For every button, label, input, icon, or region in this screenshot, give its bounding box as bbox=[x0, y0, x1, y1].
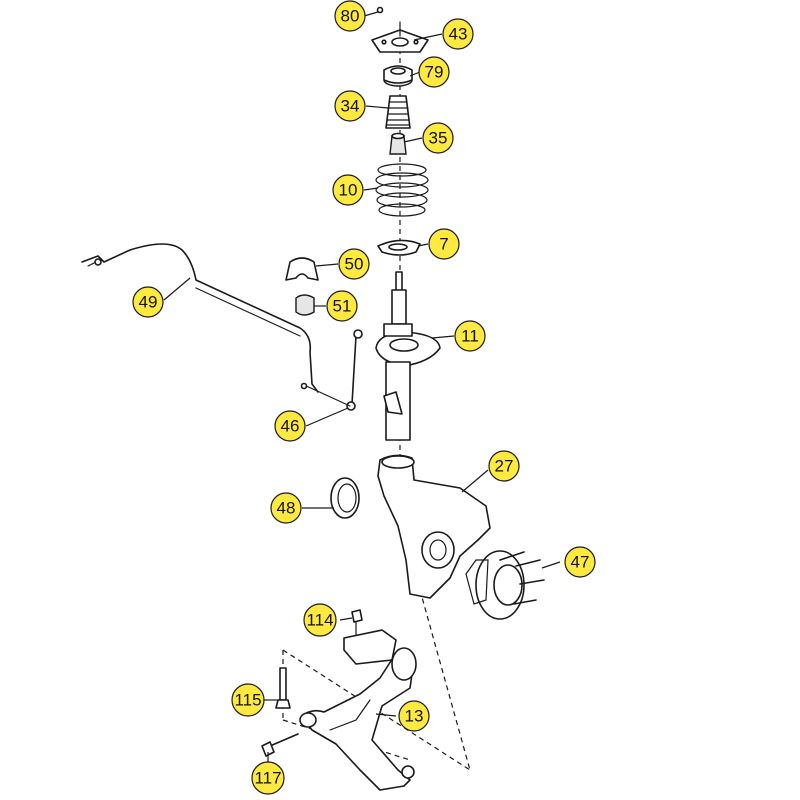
callout-10: 10 bbox=[332, 174, 364, 206]
callout-51-label: 51 bbox=[333, 297, 352, 316]
callout-80: 80 bbox=[334, 0, 366, 32]
callout-34-badge bbox=[334, 90, 366, 122]
callout-51-badge bbox=[326, 290, 358, 322]
part-46-stabilizer-link bbox=[300, 329, 363, 411]
callout-43-label: 43 bbox=[449, 25, 468, 44]
part-27-knuckle bbox=[377, 454, 491, 599]
callout-13-badge bbox=[398, 700, 430, 732]
callout-51: 51 bbox=[326, 290, 358, 322]
callout-35-badge bbox=[422, 122, 454, 154]
callout-47-badge bbox=[564, 546, 596, 578]
callout-34-label: 34 bbox=[341, 97, 360, 116]
callout-115: 115 bbox=[231, 683, 265, 717]
callout-50-badge bbox=[338, 248, 370, 280]
callout-27-label: 27 bbox=[495, 457, 514, 476]
callout-48-label: 48 bbox=[277, 499, 296, 518]
callout-117-badge bbox=[251, 761, 285, 795]
part-117-bolt bbox=[261, 733, 299, 757]
part-43-top-mount bbox=[371, 21, 429, 53]
callout-50-label: 50 bbox=[345, 255, 364, 274]
callout-117-label: 117 bbox=[254, 769, 281, 788]
part-80-nut bbox=[376, 6, 384, 14]
callout-48-badge bbox=[270, 492, 302, 524]
callout-115-badge bbox=[231, 683, 265, 717]
callout-34: 34 bbox=[334, 90, 366, 122]
part-79-bearing bbox=[383, 65, 413, 87]
part-51-bushing bbox=[295, 294, 315, 316]
callout-79-badge bbox=[418, 56, 450, 88]
part-50-bracket bbox=[285, 257, 319, 281]
callout-114: 114 bbox=[303, 603, 337, 637]
part-11-strut bbox=[375, 271, 441, 441]
part-7-spring-seat bbox=[377, 239, 421, 256]
callout-80-label: 80 bbox=[341, 7, 360, 26]
part-13-bracket bbox=[343, 629, 397, 665]
callout-27: 27 bbox=[488, 450, 520, 482]
callout-35: 35 bbox=[422, 122, 454, 154]
callout-11-label: 11 bbox=[461, 327, 479, 346]
callouts: 80 43 79 34 35 10 7 50 bbox=[132, 0, 596, 795]
callout-46: 46 bbox=[274, 410, 306, 442]
callout-114-label: 114 bbox=[306, 611, 333, 630]
callout-80-badge bbox=[334, 0, 366, 32]
callout-114-badge bbox=[303, 603, 337, 637]
callout-10-label: 10 bbox=[339, 181, 358, 200]
callout-117: 117 bbox=[251, 761, 285, 795]
callout-43-badge bbox=[442, 18, 474, 50]
part-114-nut bbox=[351, 609, 363, 641]
callout-47: 47 bbox=[564, 546, 596, 578]
callout-13-label: 13 bbox=[405, 707, 424, 726]
callout-79: 79 bbox=[418, 56, 450, 88]
callout-49: 49 bbox=[132, 286, 164, 318]
part-34-dust-boot bbox=[385, 95, 411, 129]
part-47-hub bbox=[465, 550, 545, 620]
callout-49-badge bbox=[132, 286, 164, 318]
part-48-ring bbox=[330, 477, 360, 519]
callout-11: 11 bbox=[454, 320, 486, 352]
callout-46-badge bbox=[274, 410, 306, 442]
part-49-stabilizer-bar bbox=[81, 243, 319, 393]
callout-115-label: 115 bbox=[234, 691, 261, 710]
callout-79-label: 79 bbox=[425, 63, 444, 82]
callout-7-badge bbox=[428, 228, 460, 260]
callout-48: 48 bbox=[270, 492, 302, 524]
callout-49-label: 49 bbox=[139, 293, 158, 312]
callout-47-label: 47 bbox=[571, 553, 590, 572]
part-10-coil-spring bbox=[375, 163, 429, 217]
callout-7-label: 7 bbox=[439, 235, 448, 254]
callout-7: 7 bbox=[428, 228, 460, 260]
part-13-control-arm bbox=[299, 647, 417, 791]
callout-50: 50 bbox=[338, 248, 370, 280]
callout-13: 13 bbox=[398, 700, 430, 732]
leader-lines bbox=[163, 11, 561, 762]
part-115-bolt bbox=[275, 667, 291, 709]
callout-35-label: 35 bbox=[429, 129, 448, 148]
callout-11-badge bbox=[454, 320, 486, 352]
callout-10-badge bbox=[332, 174, 364, 206]
callout-27-badge bbox=[488, 450, 520, 482]
callout-46-label: 46 bbox=[281, 417, 300, 436]
callout-43: 43 bbox=[442, 18, 474, 50]
part-35-bump-stop bbox=[389, 132, 407, 155]
